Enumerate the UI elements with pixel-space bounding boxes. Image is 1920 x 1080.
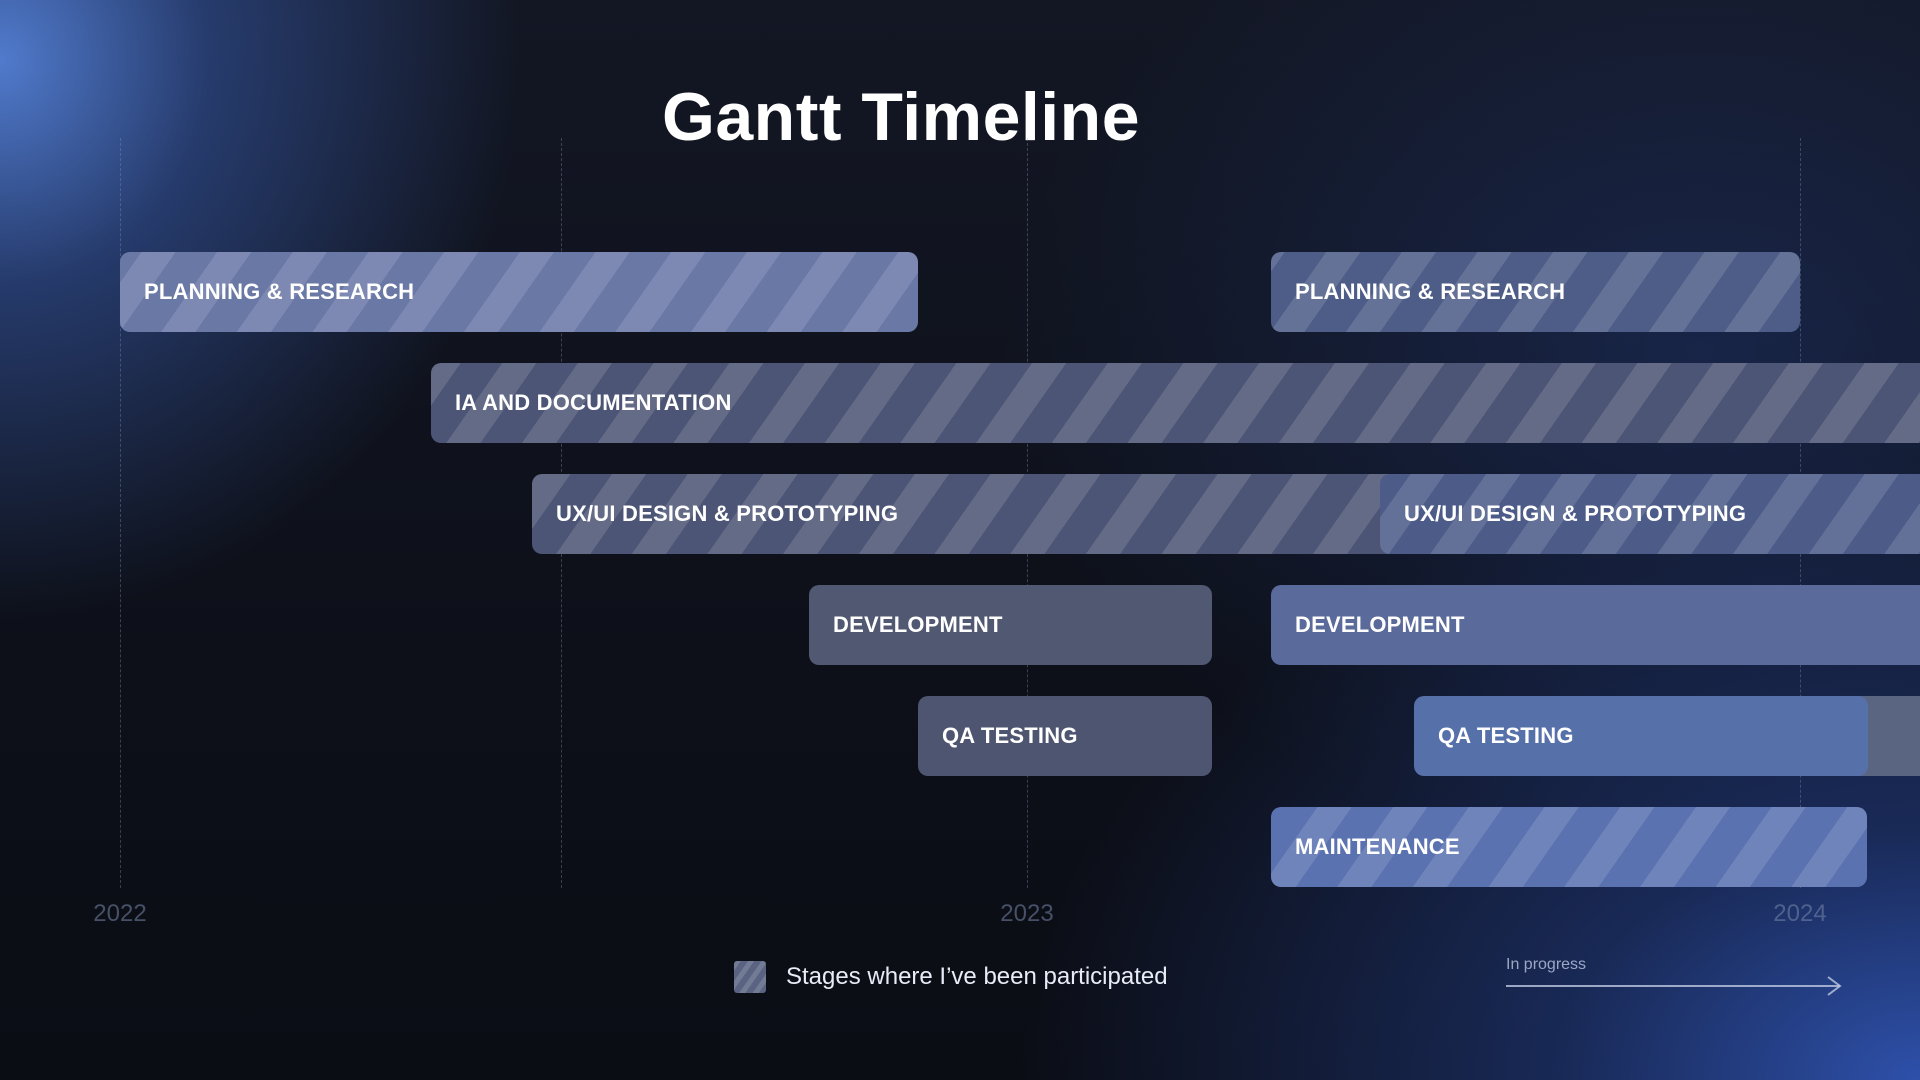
gantt-bar: MAINTENANCE [1271,807,1867,887]
gantt-bar: UX/UI DESIGN & PROTOTYPING [1380,474,1920,554]
gridline [120,138,121,888]
gantt-bar: PLANNING & RESEARCH [120,252,918,332]
gantt-bar: DEVELOPMENT [809,585,1212,665]
x-tick-label: 2022 [93,900,147,927]
legend: Stages where I’ve been participated [734,961,1168,993]
gantt-bar-label: UX/UI DESIGN & PROTOTYPING [556,501,899,526]
gantt-bar-label: UX/UI DESIGN & PROTOTYPING [1404,501,1747,526]
right-arrow-icon [1506,976,1842,996]
gantt-bar-label: DEVELOPMENT [1295,612,1465,637]
gantt-bar: QA TESTING [1414,696,1868,776]
gantt-bar: UX/UI DESIGN & PROTOTYPING [532,474,1540,554]
gantt-bar-label: QA TESTING [942,723,1078,748]
gantt-bar-label: DEVELOPMENT [833,612,1003,637]
gantt-bar-label: PLANNING & RESEARCH [1295,279,1566,304]
gantt-bar-label: IA AND DOCUMENTATION [455,390,732,415]
chart-title: Gantt Timeline [661,79,1141,155]
in-progress-label: In progress [1506,956,1587,973]
legend-swatch-striped [734,961,766,993]
legend-label: Stages where I’ve been participated [786,963,1168,990]
gantt-bar-label: MAINTENANCE [1295,834,1460,859]
gantt-bar: IA AND DOCUMENTATION [431,363,1920,443]
gantt-bar: PLANNING & RESEARCH [1271,252,1800,332]
in-progress-annotation: In progress [1506,956,1846,996]
gantt-bar: QA TESTING [918,696,1212,776]
gantt-bar-label: QA TESTING [1438,723,1574,748]
x-tick-label: 2023 [1000,900,1054,927]
x-tick-label: 2024 [1773,900,1827,927]
gantt-bar: DEVELOPMENT [1271,585,1920,665]
gantt-bar-label: PLANNING & RESEARCH [144,279,415,304]
